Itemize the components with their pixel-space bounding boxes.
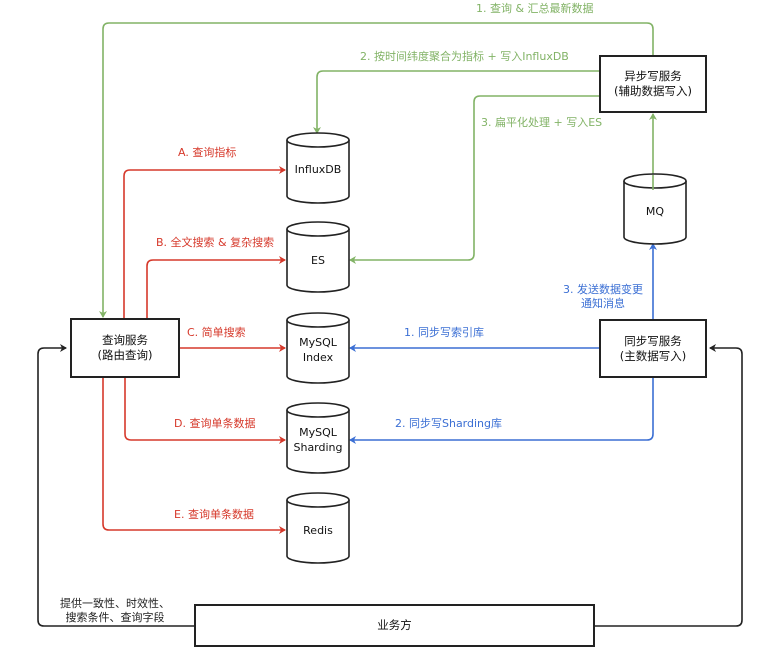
edge-label-g1: 1. 查询 & 汇总最新数据 (476, 2, 594, 15)
db-mysql-sharding[interactable]: MySQL Sharding (287, 410, 349, 480)
db-mq-shape (623, 173, 687, 245)
edge-label-b3: 3. 发送数据变更 通知消息 (563, 283, 643, 311)
db-mysql-sharding-line2: Sharding (293, 441, 343, 454)
db-mq[interactable]: MQ (624, 181, 686, 251)
db-influxdb[interactable]: InfluxDB (287, 140, 349, 210)
db-es-label: ES (311, 254, 325, 267)
db-mysql-index[interactable]: MySQL Index (287, 320, 349, 390)
edge-red-e (102, 378, 286, 534)
query-service-node[interactable]: 查询服务 (路由查询) (70, 318, 180, 378)
async-write-subtitle: (辅助数据写入) (614, 84, 692, 98)
async-write-title: 异步写服务 (624, 69, 682, 83)
async-write-service-node[interactable]: 异步写服务 (辅助数据写入) (599, 55, 707, 113)
db-redis-shape (286, 492, 350, 564)
db-influxdb-label: InfluxDB (294, 163, 342, 176)
business-label: 业务方 (377, 618, 412, 632)
edge-label-a: A. 查询指标 (178, 146, 237, 159)
db-mysql-sharding-label: MySQL Sharding (287, 425, 349, 455)
db-mysql-sharding-shape (286, 402, 350, 474)
db-mysql-sharding-line1: MySQL (299, 426, 337, 439)
business-node[interactable]: 业务方 (194, 604, 595, 647)
db-influxdb-shape (286, 132, 350, 204)
edge-label-b1: 1. 同步写索引库 (404, 326, 484, 339)
db-mysql-index-label: MySQL Index (287, 335, 349, 365)
edge-label-b3-line1: 3. 发送数据变更 (563, 283, 643, 296)
edge-green-1 (99, 22, 654, 318)
edge-red-d (124, 378, 286, 444)
edge-label-g3: 3. 扁平化处理 + 写入ES (481, 116, 603, 129)
edge-label-b3-line2: 通知消息 (581, 297, 625, 310)
db-es[interactable]: ES (287, 229, 349, 299)
db-redis-label: Redis (303, 524, 333, 537)
edge-label-b2: 2. 同步写Sharding库 (395, 417, 503, 430)
db-mq-label: MQ (645, 205, 665, 218)
edge-label-business-line1: 提供一致性、时效性、 (60, 597, 170, 610)
query-service-title: 查询服务 (102, 333, 148, 347)
edge-red-a (123, 166, 286, 320)
query-service-subtitle: (路由查询) (97, 348, 153, 362)
edge-label-d: D. 查询单条数据 (174, 417, 256, 430)
edge-label-b: B. 全文搜索 & 复杂搜索 (156, 236, 275, 249)
sync-write-service-node[interactable]: 同步写服务 (主数据写入) (599, 319, 707, 378)
edge-business-to-query (37, 344, 194, 627)
db-es-shape (286, 221, 350, 293)
db-mysql-index-shape (286, 312, 350, 384)
sync-write-subtitle: (主数据写入) (619, 348, 687, 363)
edge-label-business: 提供一致性、时效性、 搜索条件、查询字段 (60, 597, 170, 625)
edge-business-to-sync (595, 344, 743, 627)
edge-green-2 (313, 70, 599, 134)
edge-green-3 (349, 95, 599, 264)
edge-label-c: C. 简单搜索 (187, 326, 246, 339)
db-mysql-index-line1: MySQL (299, 336, 337, 349)
edge-label-business-line2: 搜索条件、查询字段 (65, 611, 165, 624)
edge-red-b (146, 256, 286, 320)
edge-label-e: E. 查询单条数据 (174, 508, 254, 521)
edge-label-g2: 2. 按时间纬度聚合为指标 + 写入InfluxDB (360, 50, 569, 63)
sync-write-title: 同步写服务 (624, 333, 682, 348)
db-mysql-index-line2: Index (302, 351, 334, 364)
db-redis[interactable]: Redis (287, 500, 349, 570)
edge-blue-2 (349, 378, 654, 444)
